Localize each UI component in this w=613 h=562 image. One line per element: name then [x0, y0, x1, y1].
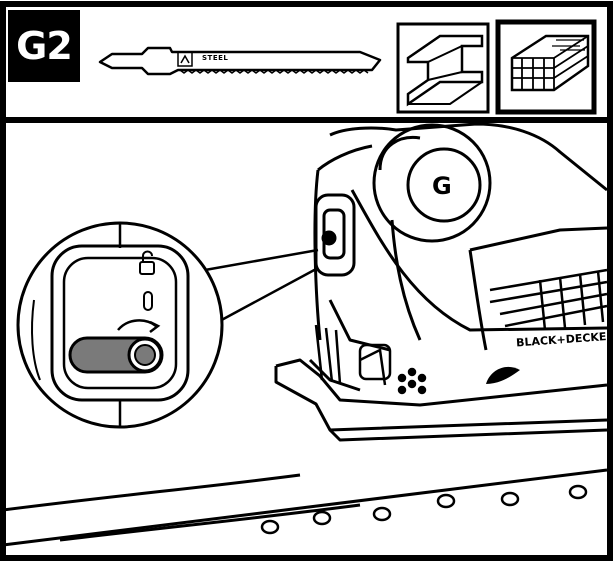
- knob-letter: G: [432, 172, 452, 200]
- wood-planks-icon: [495, 19, 597, 115]
- lock-indicator-mark: [143, 291, 153, 311]
- zoom-leader-lines: [204, 248, 319, 325]
- brand-logo-icon: [486, 366, 520, 384]
- jigsaw-body: [313, 122, 608, 352]
- blade-logo-icon: [177, 51, 193, 67]
- blade-material-label: STEEL: [202, 54, 229, 62]
- step-label: G2: [16, 24, 73, 68]
- blade-clamp: [314, 324, 427, 395]
- vent-grille: [489, 268, 608, 331]
- lock-switch-small: [314, 193, 356, 277]
- speed-dial-knob: [372, 123, 492, 243]
- workpiece-board: [2, 468, 608, 547]
- saw-blade-icon: [98, 46, 382, 76]
- shoe-plate: [274, 358, 608, 442]
- board-holes: [260, 484, 588, 535]
- step-badge: G2: [8, 10, 80, 82]
- zoom-inset: [16, 221, 224, 429]
- metal-profile-icon: [396, 22, 490, 114]
- lock-switch-zoomed: [68, 319, 164, 374]
- lock-open-icon: [139, 250, 155, 275]
